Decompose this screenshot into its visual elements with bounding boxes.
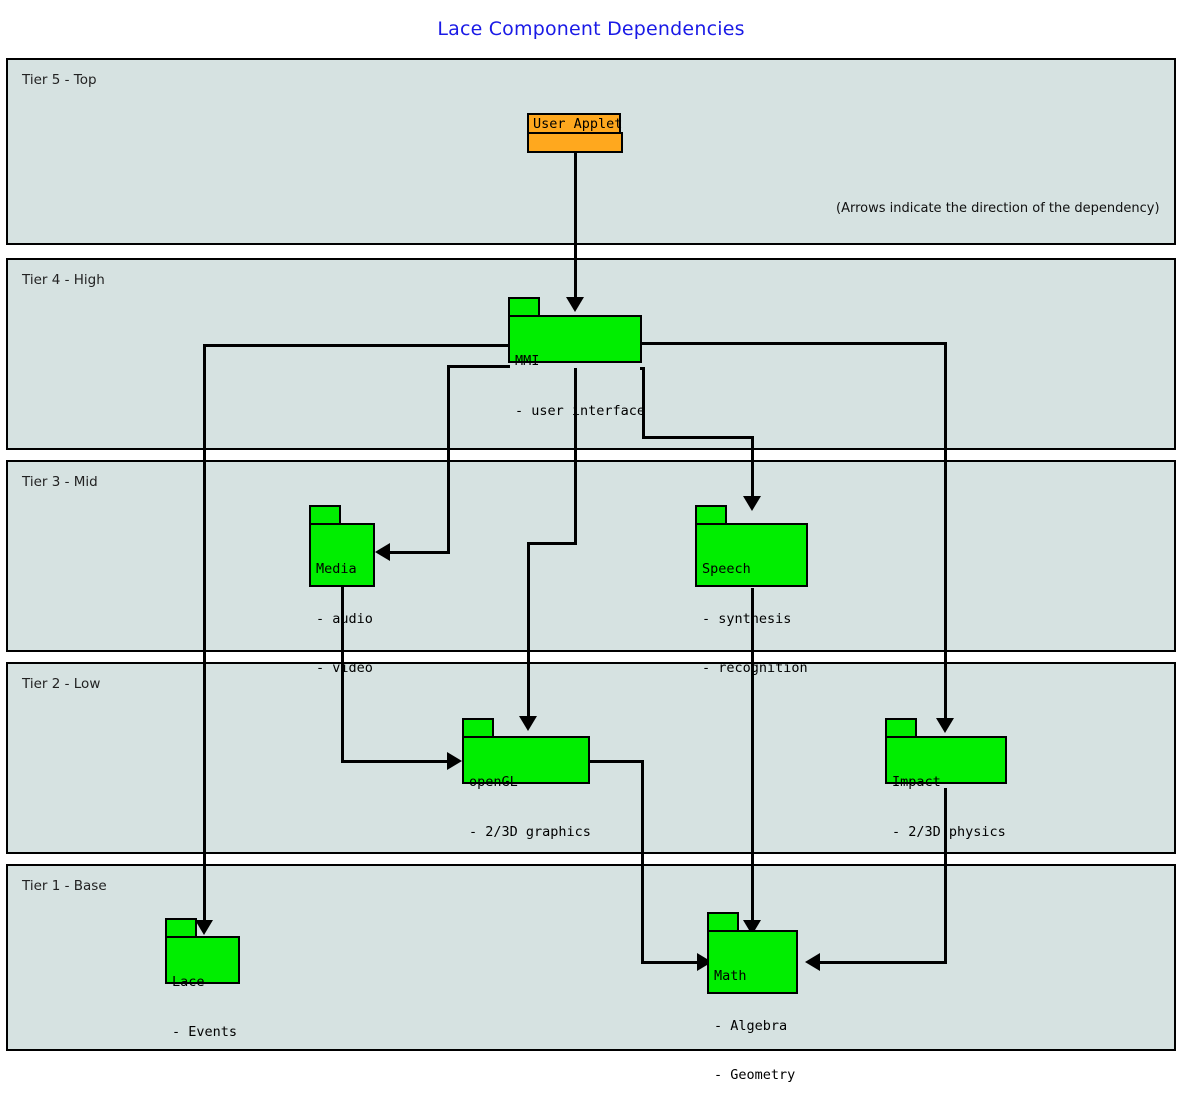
- package-speech-body: Speech - synthesis - recognition: [695, 523, 808, 676]
- connector-mmi-media-h1: [447, 365, 510, 368]
- tier-band-base: Tier 1 - Base: [6, 864, 1176, 1051]
- connector-mmi-impact-h: [640, 342, 946, 345]
- tier-label-top: Tier 5 - Top: [22, 72, 97, 88]
- package-impact-body: Impact - 2/3D physics: [885, 736, 1007, 840]
- package-opengl-body: openGL - 2/3D graphics: [462, 736, 591, 840]
- arrowhead-lace-from-mmi: [195, 920, 213, 935]
- package-opengl-tab: [462, 718, 494, 738]
- package-impact-title: Impact: [892, 774, 941, 790]
- connector-impact-math-h: [820, 961, 947, 964]
- connector-userapplet-mmi: [574, 153, 577, 299]
- package-media-item-0: - audio: [316, 610, 373, 627]
- connector-mmi-lace-h: [203, 344, 510, 347]
- package-math-body: Math - Algebra - Geometry: [707, 930, 798, 1083]
- package-speech-item-1: - recognition: [702, 660, 808, 676]
- package-impact-tab: [885, 718, 917, 738]
- package-lace-item-0: - Events: [172, 1023, 238, 1040]
- package-speech-tab: [695, 505, 727, 525]
- connector-media-opengl-h: [341, 760, 449, 763]
- arrowhead-speech-from-mmi: [743, 496, 761, 511]
- connector-media-opengl-v: [341, 586, 344, 763]
- connector-mmi-speech-h2: [642, 436, 753, 439]
- page-title: Lace Component Dependencies: [437, 18, 745, 40]
- connector-mmi-media-h2: [390, 551, 450, 554]
- connector-mmi-speech-v2: [751, 436, 754, 498]
- arrowhead-opengl-from-mmi: [519, 716, 537, 731]
- package-opengl-title: openGL: [469, 774, 518, 790]
- package-mmi-tab: [508, 297, 540, 317]
- tier-label-high: Tier 4 - High: [22, 272, 105, 288]
- connector-mmi-opengl-h: [527, 542, 577, 545]
- package-mmi-body: MMI - user interface: [508, 315, 645, 419]
- package-user-applet-title: User Applet: [527, 113, 622, 134]
- package-user-applet-body: [527, 132, 623, 153]
- package-speech-title: Speech: [702, 561, 751, 577]
- arrowhead-media-from-mmi: [375, 543, 390, 561]
- connector-mmi-speech-v1: [642, 367, 645, 439]
- package-media-body: Media - audio - video: [309, 523, 375, 676]
- connector-mmi-opengl-v1: [574, 368, 577, 545]
- legend-note: (Arrows indicate the direction of the de…: [836, 201, 1160, 216]
- package-opengl-item-0: - 2/3D graphics: [469, 823, 591, 840]
- package-media-item-1: - video: [316, 660, 373, 676]
- package-math-item-0: - Algebra: [714, 1017, 788, 1034]
- connector-mmi-media-v: [447, 365, 450, 553]
- connector-mmi-lace-v: [203, 344, 206, 928]
- package-lace-tab: [165, 918, 197, 938]
- package-mmi-item-0: - user interface: [515, 402, 646, 419]
- package-math-tab: [707, 912, 739, 932]
- package-math-title: Math: [714, 968, 747, 984]
- connector-opengl-math-v: [641, 760, 644, 963]
- connector-mmi-impact-v: [944, 342, 947, 720]
- arrowhead-math-from-impact: [805, 953, 820, 971]
- connector-opengl-math-h2: [641, 961, 699, 964]
- tier-label-low: Tier 2 - Low: [22, 676, 101, 692]
- package-impact-item-0: - 2/3D physics: [892, 823, 1006, 840]
- tier-label-mid: Tier 3 - Mid: [22, 474, 98, 490]
- arrowhead-opengl-from-media: [447, 752, 462, 770]
- arrowhead-mmi-from-userapplet: [566, 297, 584, 312]
- package-mmi-title: MMI: [515, 353, 540, 369]
- connector-mmi-opengl-v2: [527, 542, 530, 718]
- package-math-item-1: - Geometry: [714, 1067, 796, 1083]
- tier-label-base: Tier 1 - Base: [22, 878, 107, 894]
- tier-band-high: Tier 4 - High: [6, 258, 1176, 450]
- package-media-tab: [309, 505, 341, 525]
- connector-opengl-math-h1: [588, 760, 644, 763]
- package-speech-item-0: - synthesis: [702, 610, 792, 627]
- package-media-title: Media: [316, 561, 357, 577]
- package-lace-body: Lace - Events: [165, 936, 240, 1040]
- arrowhead-impact-from-mmi: [936, 718, 954, 733]
- tier-band-mid: Tier 3 - Mid: [6, 460, 1176, 652]
- connector-impact-math-v: [944, 788, 947, 963]
- connector-speech-math-v: [751, 588, 754, 930]
- package-lace-title: Lace: [172, 974, 205, 990]
